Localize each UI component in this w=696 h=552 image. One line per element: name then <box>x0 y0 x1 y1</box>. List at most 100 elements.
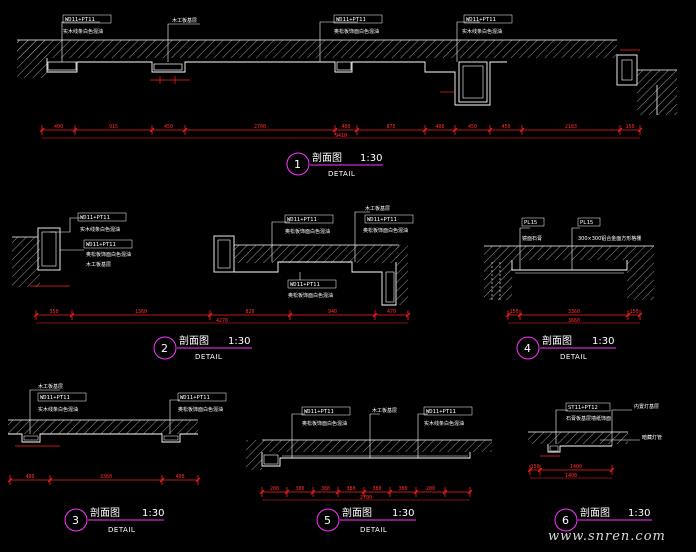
dimension-value: 1400 <box>570 464 582 470</box>
section-5-labels: WD11+PT11 奥松板饰面白色混油 木工板基层 WD11+PT11 实木线条… <box>291 406 473 458</box>
section-2-label-4-note: 奥松板饰面白色混油 <box>285 228 330 235</box>
dimension-slash <box>354 127 360 133</box>
section-6-label-1-note: 石膏板基层墙纸饰面 <box>566 415 611 422</box>
section-5-scale: 1:30 <box>392 508 414 519</box>
section-1-label-1-code: WD11+PT11 <box>65 17 95 23</box>
section-3-labels: 木工板基层 WD11+PT11 实木线条白色混油 WD11+PT11 奥松板饰面… <box>29 383 227 434</box>
section-2-scale: 1:30 <box>228 336 250 347</box>
section-2-detail: DETAIL <box>195 353 222 361</box>
dimension-slash <box>287 312 293 318</box>
section-6-number-circle <box>554 508 578 532</box>
section-2-label-1-note: 实木线条白色混油 <box>80 226 120 233</box>
section-2-drawing <box>12 227 408 306</box>
dimension-total: 4270 <box>216 318 228 324</box>
section-3-label-3-code: WD11+PT11 <box>180 395 210 401</box>
section-1-profile <box>46 58 507 106</box>
section-2-title: 2 剖面图 1:30 DETAIL <box>153 334 252 361</box>
section-1-slab <box>17 40 617 58</box>
section-2-label-2-note: 奥松板饰面白色混油 <box>86 251 131 258</box>
section-3-title: 3 剖面图 1:30 DETAIL <box>64 506 164 534</box>
dimension-value: 450 <box>468 124 477 130</box>
section-6-label-1-code: ST11+PT12 <box>568 405 598 411</box>
section-1-label-4-note: 实木线条白色混油 <box>462 28 502 35</box>
section-3-label-1-code: 木工板基层 <box>38 383 63 390</box>
dimension-slash <box>195 477 201 483</box>
section-5-label-3-note: 实木线条白色混油 <box>424 420 464 427</box>
section-6-label-3-note: 暗藏灯管 <box>642 434 662 441</box>
section-3-drawing <box>8 419 198 447</box>
section-6-scale: 1:30 <box>628 508 650 519</box>
dimension-value: 2183 <box>565 124 577 130</box>
dimension-value: 150 <box>530 464 539 470</box>
section-2-label-1-code: WD11+PT11 <box>80 215 110 221</box>
dimension-slash <box>442 489 448 495</box>
section-1-detail: DETAIL <box>328 170 355 178</box>
section-1-labels: WD11+PT11 实木线条白色混油 木工板基层 WD11+PT11 奥松板饰面… <box>61 14 513 62</box>
section-1-label-3-note: 奥松板饰面白色混油 <box>334 28 379 35</box>
section-4-drawing <box>484 245 654 300</box>
dimension-slash <box>33 312 39 318</box>
section-5-label-1-code: WD11+PT11 <box>304 409 334 415</box>
dimension-slash <box>517 312 523 318</box>
dimension-slash <box>505 312 511 318</box>
dimension-total: 1400 <box>565 473 577 479</box>
section-1-number-circle <box>286 152 310 176</box>
section-2-label-2-code: WD11+PT11 <box>86 242 116 248</box>
section-5-number: 5 <box>324 514 331 527</box>
dimension-value: 380 <box>398 486 407 492</box>
section-2-label-6-note: 奥松板饰面白色混油 <box>363 227 408 234</box>
section-5-title-text: 剖面图 <box>342 506 372 519</box>
section-6-dimensions: 150 1400 1400 <box>527 464 615 479</box>
section-3-label-3-note: 奥松板饰面白色混油 <box>178 406 223 413</box>
section-1-title: 1 剖面图 1:30 DETAIL <box>286 151 383 178</box>
dimension-slash <box>332 127 338 133</box>
section-6-label-2-note: 内置灯基层 <box>634 403 659 410</box>
dimension-slash <box>625 312 631 318</box>
section-4-title: 4 剖面图 1:30 DETAIL <box>516 334 616 361</box>
dimension-value: 820 <box>245 309 254 315</box>
section-4-label-1-note: 镜面石膏 <box>522 235 542 242</box>
section-2-label-5-code: 木工板基层 <box>365 205 390 212</box>
dimension-value: 400 <box>435 124 444 130</box>
dimension-slash <box>387 489 393 495</box>
section-4-labels: PL15 镜面石膏 PL15 300×300铝合金面方形格栅 <box>519 217 641 270</box>
section-6-number: 6 <box>562 514 569 527</box>
section-5-title: 5 剖面图 1:30 DETAIL <box>316 506 416 534</box>
section-6-title-text: 剖面图 <box>580 506 610 519</box>
dimension-slash <box>207 312 213 318</box>
section-4-number: 4 <box>524 342 531 355</box>
section-3-detail: DETAIL <box>108 526 135 534</box>
dimension-slash <box>422 127 428 133</box>
dimension-slash <box>405 312 411 318</box>
dimension-value: 200 <box>270 486 279 492</box>
section-1-title-text: 剖面图 <box>312 151 342 164</box>
section-5-label-3-code: WD11+PT11 <box>426 409 456 415</box>
dimension-slash <box>467 489 473 495</box>
dimension-value: 2700 <box>254 124 266 130</box>
dimension-slash <box>637 312 643 318</box>
dimension-value: 380 <box>346 486 355 492</box>
dimension-slash <box>617 127 623 133</box>
dimension-value: 400 <box>54 124 63 130</box>
dimension-total: 3660 <box>568 318 580 324</box>
section-3-title-text: 剖面图 <box>90 506 120 519</box>
section-4-number-circle <box>516 336 540 360</box>
section-4-label-1-code: PL15 <box>524 220 537 226</box>
dimension-slash <box>452 127 458 133</box>
dimension-slash <box>637 127 643 133</box>
dimension-value: 915 <box>109 124 118 130</box>
dimension-value: 400 <box>175 474 184 480</box>
section-4-detail: DETAIL <box>560 353 587 361</box>
section-2-label-4-code: WD11+PT11 <box>287 217 317 223</box>
dimension-value: 940 <box>328 309 337 315</box>
section-1-label-2-code: 木工板基层 <box>172 17 197 24</box>
section-1-label-4-code: WD11+PT11 <box>466 17 496 23</box>
section-1-drawing <box>17 39 677 115</box>
section-1-number: 1 <box>294 158 301 171</box>
section-6-drawing <box>528 431 628 457</box>
section-5-detail: DETAIL <box>360 526 387 534</box>
